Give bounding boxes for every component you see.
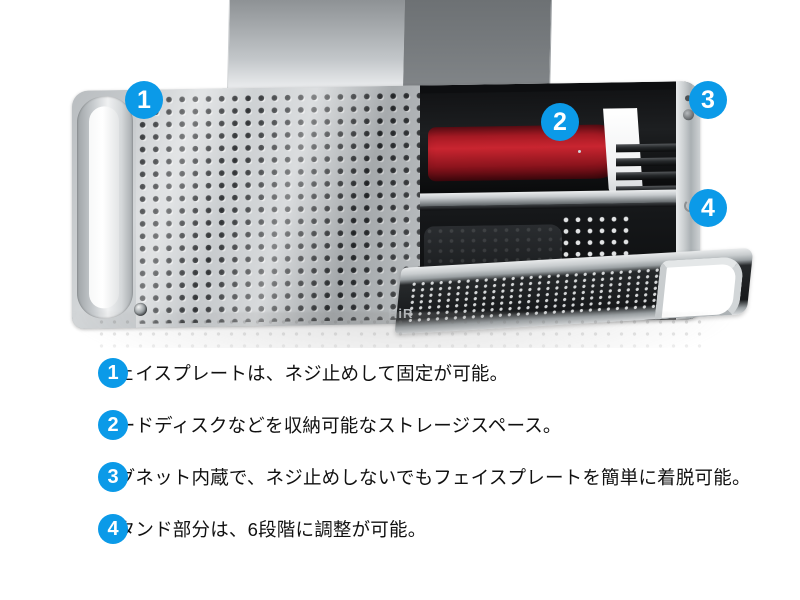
rear-panel-dark [402, 0, 553, 96]
caption-badge-1: 1 [98, 358, 128, 388]
brand-mark: HiR [388, 306, 413, 321]
caption-item-3: 3 マグネット内蔵で、ネジ止めしないでもフェイスプレートを簡単に着脱可能。 [98, 460, 751, 494]
floor-reflection-pattern [95, 316, 705, 348]
caption-badge-4: 4 [98, 514, 128, 544]
caption-item-4: 4 スタンド部分は、6段階に調整が可能。 [98, 512, 426, 546]
caption-text-1: フェイスプレートは、ネジ止めして固定が可能。 [98, 363, 509, 384]
caption-badge-2: 2 [98, 410, 128, 440]
caption-item-2: 2 ハードディスクなどを収納可能なストレージスペース。 [98, 408, 562, 442]
photo-callout-badge-4[interactable]: 4 [689, 189, 727, 227]
caption-text-2: ハードディスクなどを収納可能なストレージスペース。 [98, 415, 562, 436]
caption-text-4: スタンド部分は、6段階に調整が可能。 [98, 519, 427, 540]
perforated-faceplate [72, 85, 420, 329]
perforation-pattern [136, 89, 420, 324]
caption-text-3: マグネット内蔵で、ネジ止めしないでもフェイスプレートを簡単に着脱可能。 [98, 467, 751, 488]
photo-callout-badge-3[interactable]: 3 [689, 81, 727, 119]
caption-item-1: 1 フェイスプレートは、ネジ止めして固定が可能。 [98, 356, 508, 390]
floor-reflection [70, 312, 730, 348]
red-drive-module [428, 124, 624, 182]
photo-callout-badge-2[interactable]: 2 [541, 103, 579, 141]
product-photo: HiR 1 2 3 4 [0, 0, 800, 348]
caption-badge-3: 3 [98, 462, 128, 492]
rear-panel-light [226, 0, 407, 96]
photo-callout-badge-1[interactable]: 1 [125, 81, 163, 119]
caption-list: 1 フェイスプレートは、ネジ止めして固定が可能。 2 ハードディスクなどを収納可… [0, 348, 800, 600]
faceplate-side-bracket [77, 95, 133, 319]
